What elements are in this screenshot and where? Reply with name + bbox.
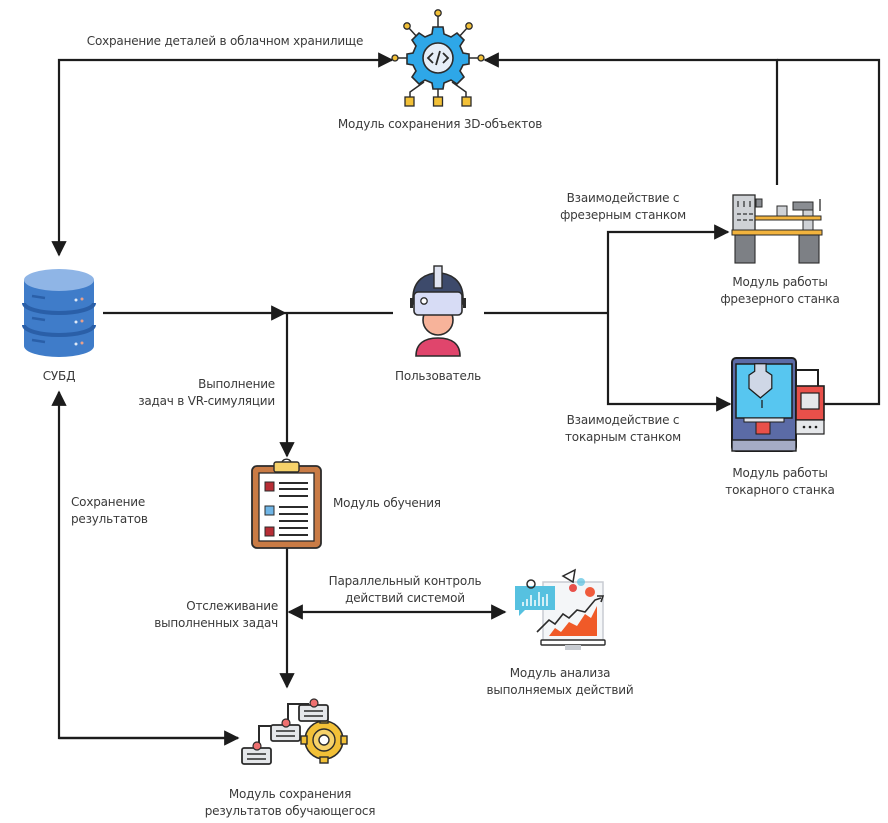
- edge-label-save-results-line1: Сохранение: [71, 495, 146, 509]
- edge-label-save-results: Сохранение результатов: [71, 494, 191, 528]
- edge-label-milling-interact: Взаимодействие с фрезерным станком: [548, 190, 698, 224]
- edge-label-lathe-interact-line1: Взаимодействие с: [566, 413, 680, 427]
- node-label-analysis-line2: выполняемых действий: [486, 683, 634, 697]
- cnc-machine-icon: [731, 357, 825, 452]
- node-label-lathe: Модуль работы токарного станка: [705, 465, 855, 499]
- edge-label-lathe-interact-line2: токарным станком: [565, 430, 681, 444]
- node-label-milling-line1: Модуль работы: [732, 275, 828, 289]
- edge-label-save-results-line2: результатов: [71, 512, 148, 526]
- node-label-learning: Модуль обучения: [333, 496, 441, 510]
- edge-label-parallel-control: Параллельный контроль действий системой: [315, 573, 495, 607]
- node-label-lathe-line2: токарного станка: [725, 483, 835, 497]
- node-label-results-line1: Модуль сохранения: [228, 787, 352, 801]
- vr-headset-user-icon: [410, 265, 466, 357]
- node-label-analysis-line1: Модуль анализа: [509, 666, 611, 680]
- node-label-milling: Модуль работы фрезерного станка: [705, 274, 855, 308]
- edge-label-vr-tasks-line2: задач в VR-симуляции: [138, 394, 275, 408]
- edge-label-vr-tasks: Выполнение задач в VR-симуляции: [130, 376, 275, 410]
- node-label-results: Модуль сохранения результатов обучающего…: [200, 786, 380, 820]
- edge-cloud-save: [51, 52, 394, 257]
- node-label-results-line2: результатов обучающегося: [204, 804, 376, 818]
- edge-milling-interact: [606, 224, 730, 313]
- edge-label-vr-tasks-line1: Выполнение: [198, 377, 275, 391]
- edge-label-tracking-line1: Отслеживание: [186, 599, 278, 613]
- node-label-lathe-line1: Модуль работы: [732, 466, 828, 480]
- edge-save-results: [51, 390, 238, 740]
- edge-label-milling-interact-line2: фрезерным станком: [560, 208, 686, 222]
- edge-label-milling-interact-line1: Взаимодействие с: [566, 191, 680, 205]
- hierarchy-gear-icon: [241, 698, 348, 765]
- database-icon: [22, 269, 96, 357]
- edge-lathe-to-storage: [777, 58, 881, 406]
- analytics-monitor-icon: [515, 568, 606, 650]
- edge-label-cloud-save: Сохранение деталей в облачном хранилище: [86, 34, 364, 48]
- edge-label-tracking: Отслеживание выполненных задач: [120, 598, 278, 632]
- node-label-storage-3d: Модуль сохранения 3D-объектов: [337, 117, 543, 131]
- gear-code-network-icon: [391, 9, 485, 107]
- node-label-analysis: Модуль анализа выполняемых действий: [470, 665, 650, 699]
- milling-machine-icon: [731, 194, 823, 264]
- node-label-dbms: СУБД: [42, 369, 76, 383]
- edge-label-tracking-line2: выполненных задач: [154, 616, 278, 630]
- clipboard-checklist-icon: [251, 458, 322, 549]
- edge-label-parallel-control-line2: действий системой: [345, 591, 465, 605]
- edge-label-parallel-control-line1: Параллельный контроль: [328, 574, 482, 588]
- node-label-milling-line2: фрезерного станка: [720, 292, 840, 306]
- edge-lathe-interact: [606, 313, 732, 412]
- node-label-user: Пользователь: [395, 369, 481, 383]
- edge-label-lathe-interact: Взаимодействие с токарным станком: [548, 412, 698, 446]
